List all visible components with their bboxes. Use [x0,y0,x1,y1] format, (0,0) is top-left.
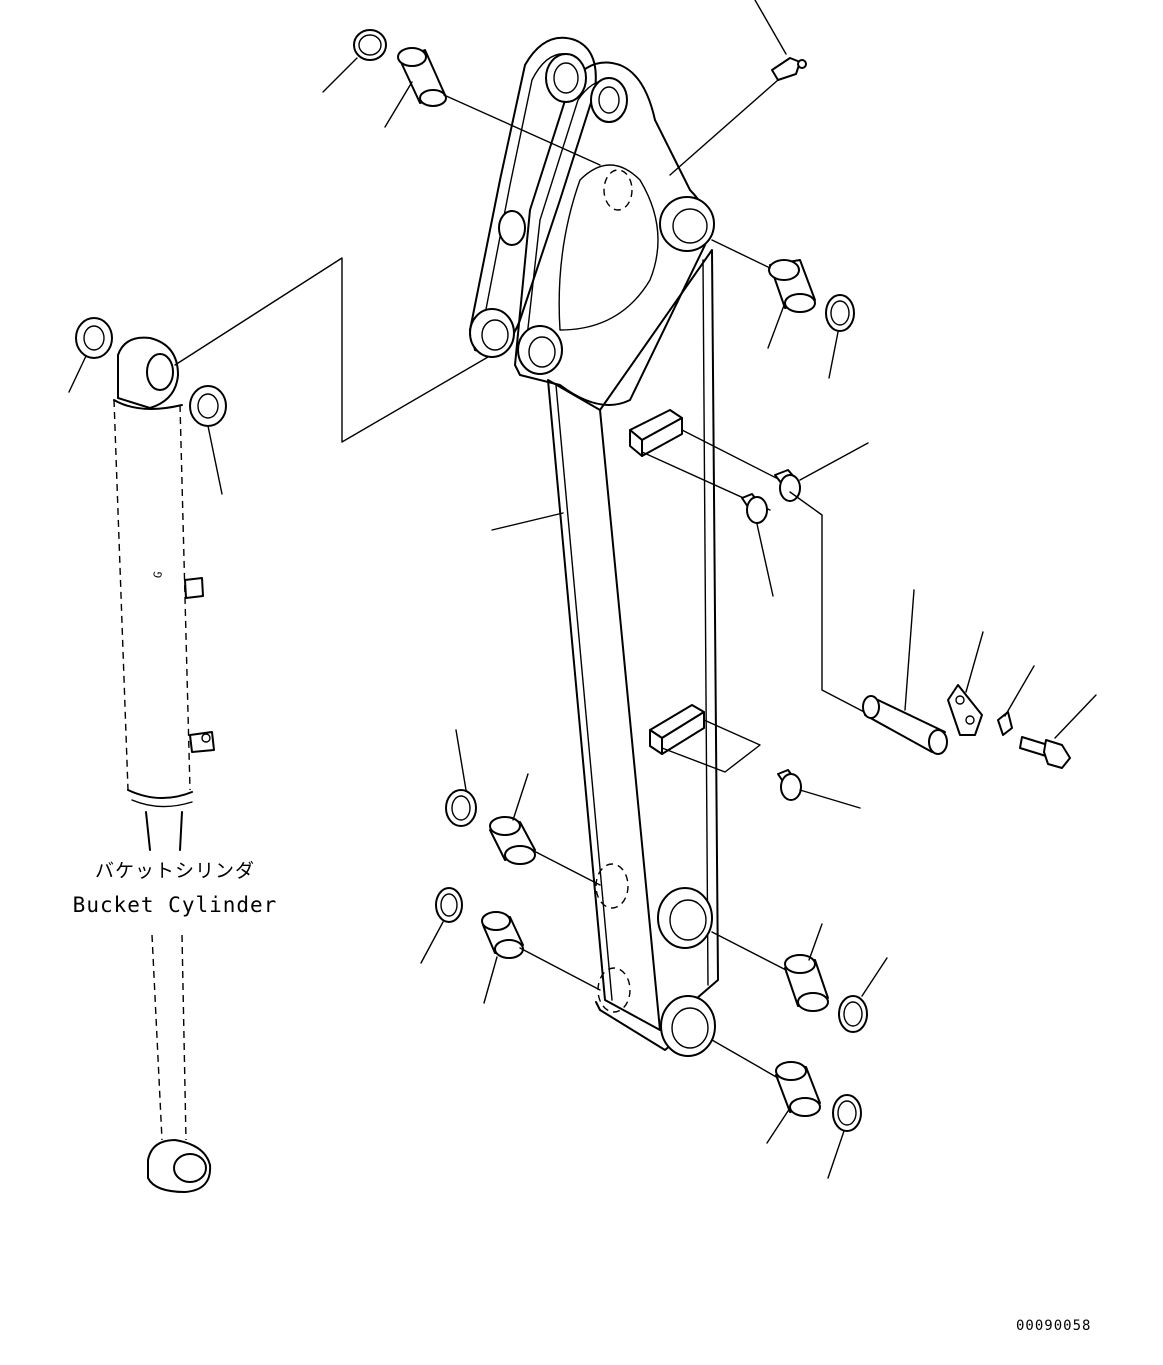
bolt [1019,736,1071,769]
arm-pin-boss-lower-mid [657,887,713,949]
plug-3 [777,769,802,801]
cylinder-shim-left [75,317,113,359]
top-bushing [397,47,447,107]
arm-pin-boss-cylinder-front [517,325,563,375]
cylinder-guide-line [174,257,489,443]
grease-fitting [771,57,807,81]
lower-bushing-left-1 [489,816,536,865]
lower-bushing-right-1 [784,954,829,1012]
lower-shim-left-2 [435,887,463,923]
arm-pin-boss-link [659,196,715,252]
arm-pin-boss-bottom [660,995,716,1057]
cylinder-shim-right [189,385,227,427]
cylinder-label-japanese: バケットシリンダ [94,860,255,882]
lower-shim-right-1 [838,995,868,1033]
washer [997,711,1013,736]
link-bushing [768,259,816,313]
lower-shim-right-2 [832,1094,862,1132]
arm-side-boss [498,210,526,246]
drawing-number: 00090058 [1016,1318,1092,1334]
lower-bushing-left-2 [481,911,524,959]
arm-web-opening [558,164,659,331]
arm-pin-boss-top-rear [545,53,587,103]
arm-pin-boss-cylinder-rear [469,308,515,358]
lower-bushing-right-2 [775,1061,821,1117]
plug-2 [741,493,768,524]
pin [862,695,948,755]
link-shim-ring [825,294,855,332]
plug-1 [774,469,801,502]
top-shim-ring [353,29,387,61]
arm-top-plate-front [514,61,709,406]
svg-text:G: G [151,570,165,579]
bucket-cylinder: G [75,317,227,1193]
arm-pin-boss-top-front [590,77,628,123]
arm-assembly [469,36,719,1057]
lower-shim-left-1 [445,789,477,827]
cylinder-label-english: Bucket Cylinder [72,893,278,917]
spacer-block-lower [649,704,705,755]
leader-lines [68,0,1097,1179]
lock-plate [947,684,983,736]
spacer-block-upper [629,409,683,457]
